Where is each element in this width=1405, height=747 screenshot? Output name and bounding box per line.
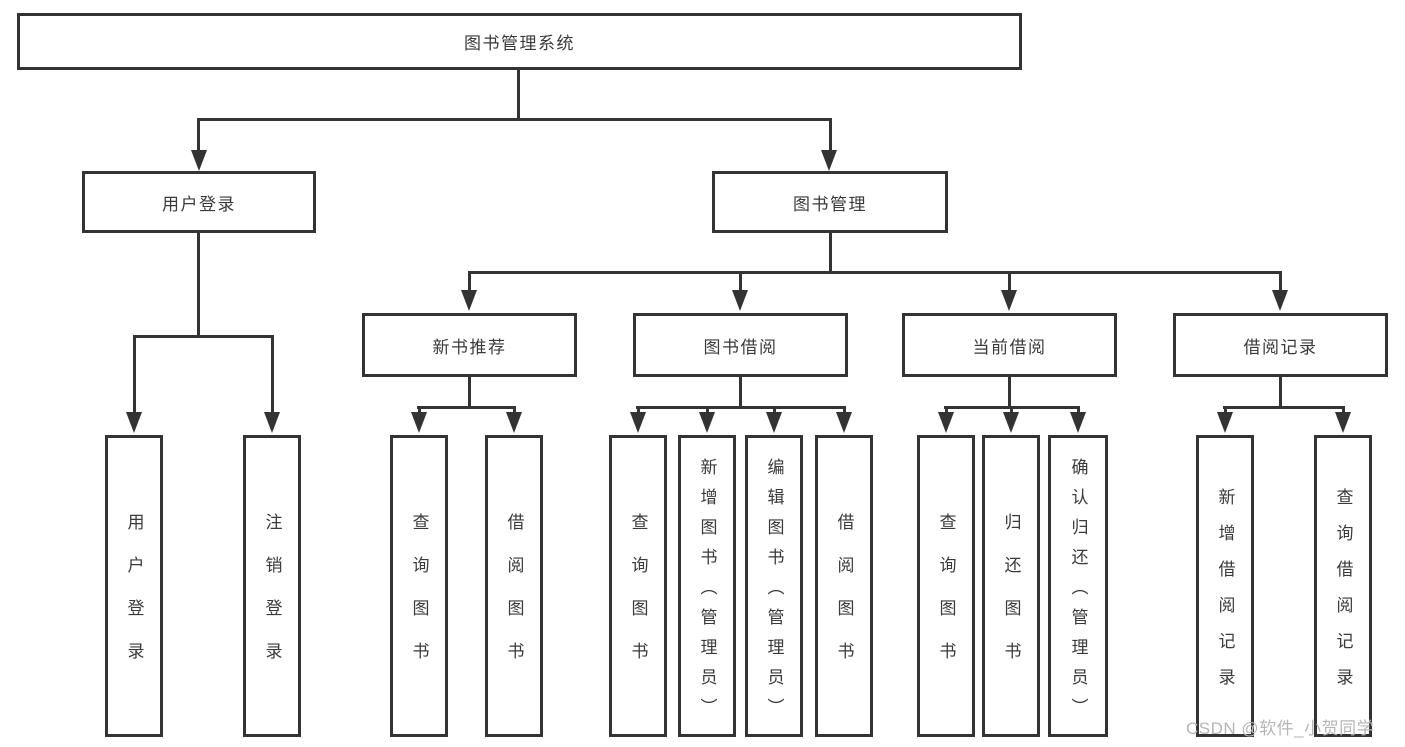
leaf-user-login: 用户登录 xyxy=(105,435,163,737)
line xyxy=(1077,406,1080,417)
arrow-down-icon xyxy=(1217,412,1233,433)
line xyxy=(829,118,832,152)
arrow-down-icon xyxy=(732,290,748,311)
leaf-query-books-recommend: 查询图书 xyxy=(390,435,448,737)
arrow-down-icon xyxy=(506,412,522,433)
line xyxy=(636,406,846,409)
line xyxy=(468,271,1282,274)
node-root-label: 图书管理系统 xyxy=(464,34,575,53)
leaf-borrow-books-recommend-label: 借阅图书 xyxy=(504,513,524,685)
leaf-return-books: 归还图书 xyxy=(982,435,1040,737)
leaf-query-books-borrow-label: 查询图书 xyxy=(628,513,648,685)
line xyxy=(468,377,471,409)
line xyxy=(843,406,846,417)
arrow-down-icon xyxy=(1070,412,1086,433)
line xyxy=(517,70,520,121)
line xyxy=(418,406,421,417)
leaf-edit-books-admin-label: 编辑图书（管理员） xyxy=(764,457,784,728)
arrow-down-icon xyxy=(766,412,782,433)
leaf-query-books-recommend-label: 查询图书 xyxy=(409,513,429,685)
arrow-down-icon xyxy=(938,412,954,433)
node-borrow-records: 借阅记录 xyxy=(1173,313,1388,377)
leaf-add-books-admin: 新增图书（管理员） xyxy=(678,435,736,737)
line xyxy=(773,406,776,417)
line xyxy=(829,233,832,273)
arrow-down-icon xyxy=(630,412,646,433)
line xyxy=(739,271,742,293)
leaf-add-books-admin-label: 新增图书（管理员） xyxy=(697,457,717,728)
leaf-confirm-return-admin: 确认归还（管理员） xyxy=(1048,435,1108,737)
line xyxy=(637,406,640,417)
line xyxy=(1279,377,1282,409)
arrow-down-icon xyxy=(411,412,427,433)
line xyxy=(739,377,742,409)
node-current-borrow: 当前借阅 xyxy=(902,313,1117,377)
line xyxy=(133,335,274,338)
arrow-down-icon xyxy=(1272,290,1288,311)
arrow-down-icon xyxy=(191,150,207,171)
line xyxy=(945,406,948,417)
node-user-login-label: 用户登录 xyxy=(162,194,236,214)
arrow-down-icon xyxy=(1335,412,1351,433)
leaf-logout: 注销登录 xyxy=(243,435,301,737)
leaf-query-books-borrow: 查询图书 xyxy=(609,435,667,737)
leaf-edit-books-admin: 编辑图书（管理员） xyxy=(745,435,803,737)
line xyxy=(1008,377,1011,409)
line xyxy=(706,406,709,417)
line xyxy=(1010,406,1013,417)
leaf-borrow-books-recommend: 借阅图书 xyxy=(485,435,543,737)
line xyxy=(1008,271,1011,293)
arrow-down-icon xyxy=(1003,412,1019,433)
line xyxy=(197,118,200,152)
node-new-book-recommend: 新书推荐 xyxy=(362,313,577,377)
line xyxy=(1224,406,1227,417)
csdn-watermark: CSDN @软件_小贺同学 xyxy=(1186,719,1375,738)
line xyxy=(1223,406,1345,409)
node-borrow-records-label: 借阅记录 xyxy=(1243,337,1318,357)
node-user-login: 用户登录 xyxy=(82,171,316,233)
arrow-down-icon xyxy=(836,412,852,433)
leaf-add-borrow-record-label: 新增借阅记录 xyxy=(1215,487,1235,704)
leaf-add-borrow-record: 新增借阅记录 xyxy=(1196,435,1254,737)
arrow-down-icon xyxy=(126,412,142,433)
line xyxy=(197,118,832,121)
leaf-query-books-current-label: 查询图书 xyxy=(936,513,956,685)
line xyxy=(271,335,274,415)
line xyxy=(197,233,200,337)
node-root: 图书管理系统 xyxy=(17,13,1022,70)
arrow-down-icon xyxy=(699,412,715,433)
arrow-down-icon xyxy=(461,290,477,311)
leaf-confirm-return-admin-label: 确认归还（管理员） xyxy=(1068,457,1088,728)
line xyxy=(133,335,136,415)
line xyxy=(468,271,471,293)
leaf-user-login-label: 用户登录 xyxy=(124,513,144,685)
line xyxy=(513,406,516,417)
node-book-management-label: 图书管理 xyxy=(793,194,867,214)
arrow-down-icon xyxy=(821,150,837,171)
line xyxy=(1279,271,1282,293)
leaf-return-books-label: 归还图书 xyxy=(1001,513,1021,685)
arrow-down-icon xyxy=(264,412,280,433)
node-current-borrow-label: 当前借阅 xyxy=(972,337,1047,357)
node-book-borrow-label: 图书借阅 xyxy=(703,337,778,357)
node-new-book-recommend-label: 新书推荐 xyxy=(432,337,507,357)
line xyxy=(1342,406,1345,417)
node-book-management: 图书管理 xyxy=(712,171,948,233)
leaf-query-borrow-record-label: 查询借阅记录 xyxy=(1333,487,1353,704)
leaf-borrow-books-borrow: 借阅图书 xyxy=(815,435,873,737)
leaf-query-books-current: 查询图书 xyxy=(917,435,975,737)
leaf-query-borrow-record: 查询借阅记录 xyxy=(1314,435,1372,737)
leaf-borrow-books-borrow-label: 借阅图书 xyxy=(834,513,854,685)
node-book-borrow: 图书借阅 xyxy=(633,313,848,377)
arrow-down-icon xyxy=(1001,290,1017,311)
line xyxy=(417,406,516,409)
leaf-logout-label: 注销登录 xyxy=(262,513,282,685)
